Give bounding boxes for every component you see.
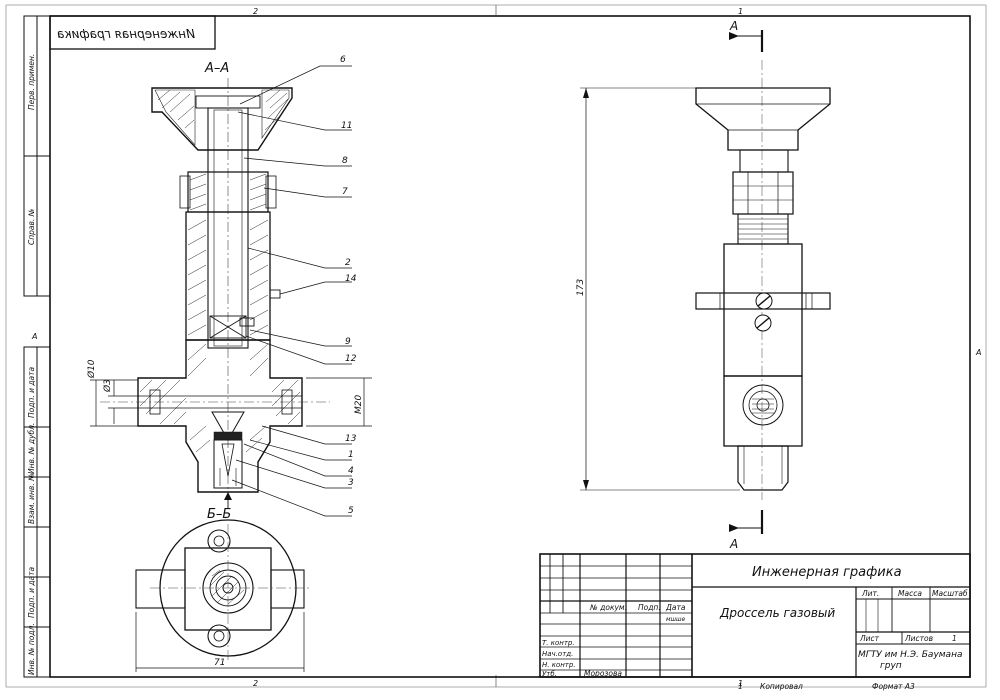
side-field-1: Перв. примен. [27, 54, 36, 110]
zone-top-left: 2 [253, 7, 258, 16]
tb-organization-text-line2: груп [880, 661, 902, 671]
tb-row-utv: Утб. [542, 670, 557, 678]
section-aa-title: А–А [204, 61, 229, 76]
section-bb-view: Б–Б 71 [135, 507, 310, 672]
tb-sheets-label: Листов [904, 634, 933, 643]
side-fields [23, 15, 51, 678]
tb-lit-label: Лит. [861, 589, 879, 598]
leader-lines [231, 65, 352, 517]
side-field-6: Подп. и дата [27, 567, 36, 618]
callout-13: 13 [345, 434, 357, 444]
tb-header-sign: Подп. [638, 603, 661, 612]
side-field-2: Справ. № [27, 208, 36, 245]
side-field-7: Инв. № подл. [27, 623, 36, 675]
callout-8: 8 [342, 156, 348, 166]
tb-drawing-title: Дроссель газовый [719, 606, 835, 620]
callout-3: 3 [348, 478, 354, 488]
side-field-4: Инв. № дубл. [27, 423, 36, 474]
section-arrow-top: А [729, 19, 738, 33]
tb-format-label: Формат А3 [872, 682, 915, 691]
tb-row-nachotd: Нач.отд. [542, 650, 573, 658]
zone-bottom-left: 2 [253, 679, 258, 688]
callout-9: 9 [345, 337, 351, 347]
left-dimensions [90, 377, 372, 427]
tb-organization-text: МГТУ им Н.Э. Баумана [858, 650, 962, 660]
tb-header-date: Дата [665, 603, 686, 612]
zone-bottom-right: 1 [738, 679, 743, 688]
side-field-5: Взам. инв. № [27, 473, 36, 524]
zone-left: A [31, 332, 37, 341]
callout-14: 14 [345, 274, 357, 284]
tb-subject: Инженерная графика [752, 565, 902, 580]
tb-organization: МГТУ им Н.Э. Баумана груп [858, 650, 965, 671]
mirrored-label-box [49, 15, 216, 50]
dim-m20: M20 [354, 395, 364, 414]
tb-mass-label: Масса [898, 589, 922, 598]
dim-173: 173 [576, 279, 586, 296]
callout-12: 12 [345, 354, 357, 364]
tb-drafter: Морозова [584, 669, 622, 678]
section-bb-title: Б–Б [207, 507, 231, 522]
side-field-3: Подп. и дата [27, 367, 36, 418]
callout-6: 6 [340, 55, 346, 65]
external-view: А А [576, 19, 831, 551]
section-arrow-bottom: А [729, 537, 738, 551]
callout-5: 5 [348, 506, 354, 516]
callout-4: 4 [348, 466, 354, 476]
callout-11: 11 [341, 121, 352, 131]
zone-top-right: 1 [738, 7, 743, 16]
callout-1: 1 [348, 450, 354, 460]
tb-row-tkontr: Т. контр. [542, 639, 575, 647]
tb-copied-sheet: 1 [738, 682, 743, 691]
section-aa-view: А–А [100, 61, 330, 508]
dim-d3: Ø3 [102, 379, 113, 393]
mirrored-label: Инженерная графика [57, 27, 195, 41]
zone-right: A [975, 348, 981, 357]
tb-header-docnum: № докум. [589, 603, 627, 612]
dim-d10: Ø10 [86, 359, 97, 379]
tb-copied-label: Копировал [760, 682, 803, 691]
callout-7: 7 [342, 187, 348, 197]
tb-date-note: мшше [666, 616, 686, 623]
callout-2: 2 [345, 258, 351, 268]
tb-sheet-label: Лист [859, 634, 880, 643]
tb-sheets-count: 1 [952, 634, 957, 643]
tb-row-nkontr: Н. контр. [542, 661, 576, 669]
tb-scale-label: Масштаб [932, 589, 968, 598]
dim-71: 71 [214, 658, 225, 668]
title-block [539, 553, 971, 678]
